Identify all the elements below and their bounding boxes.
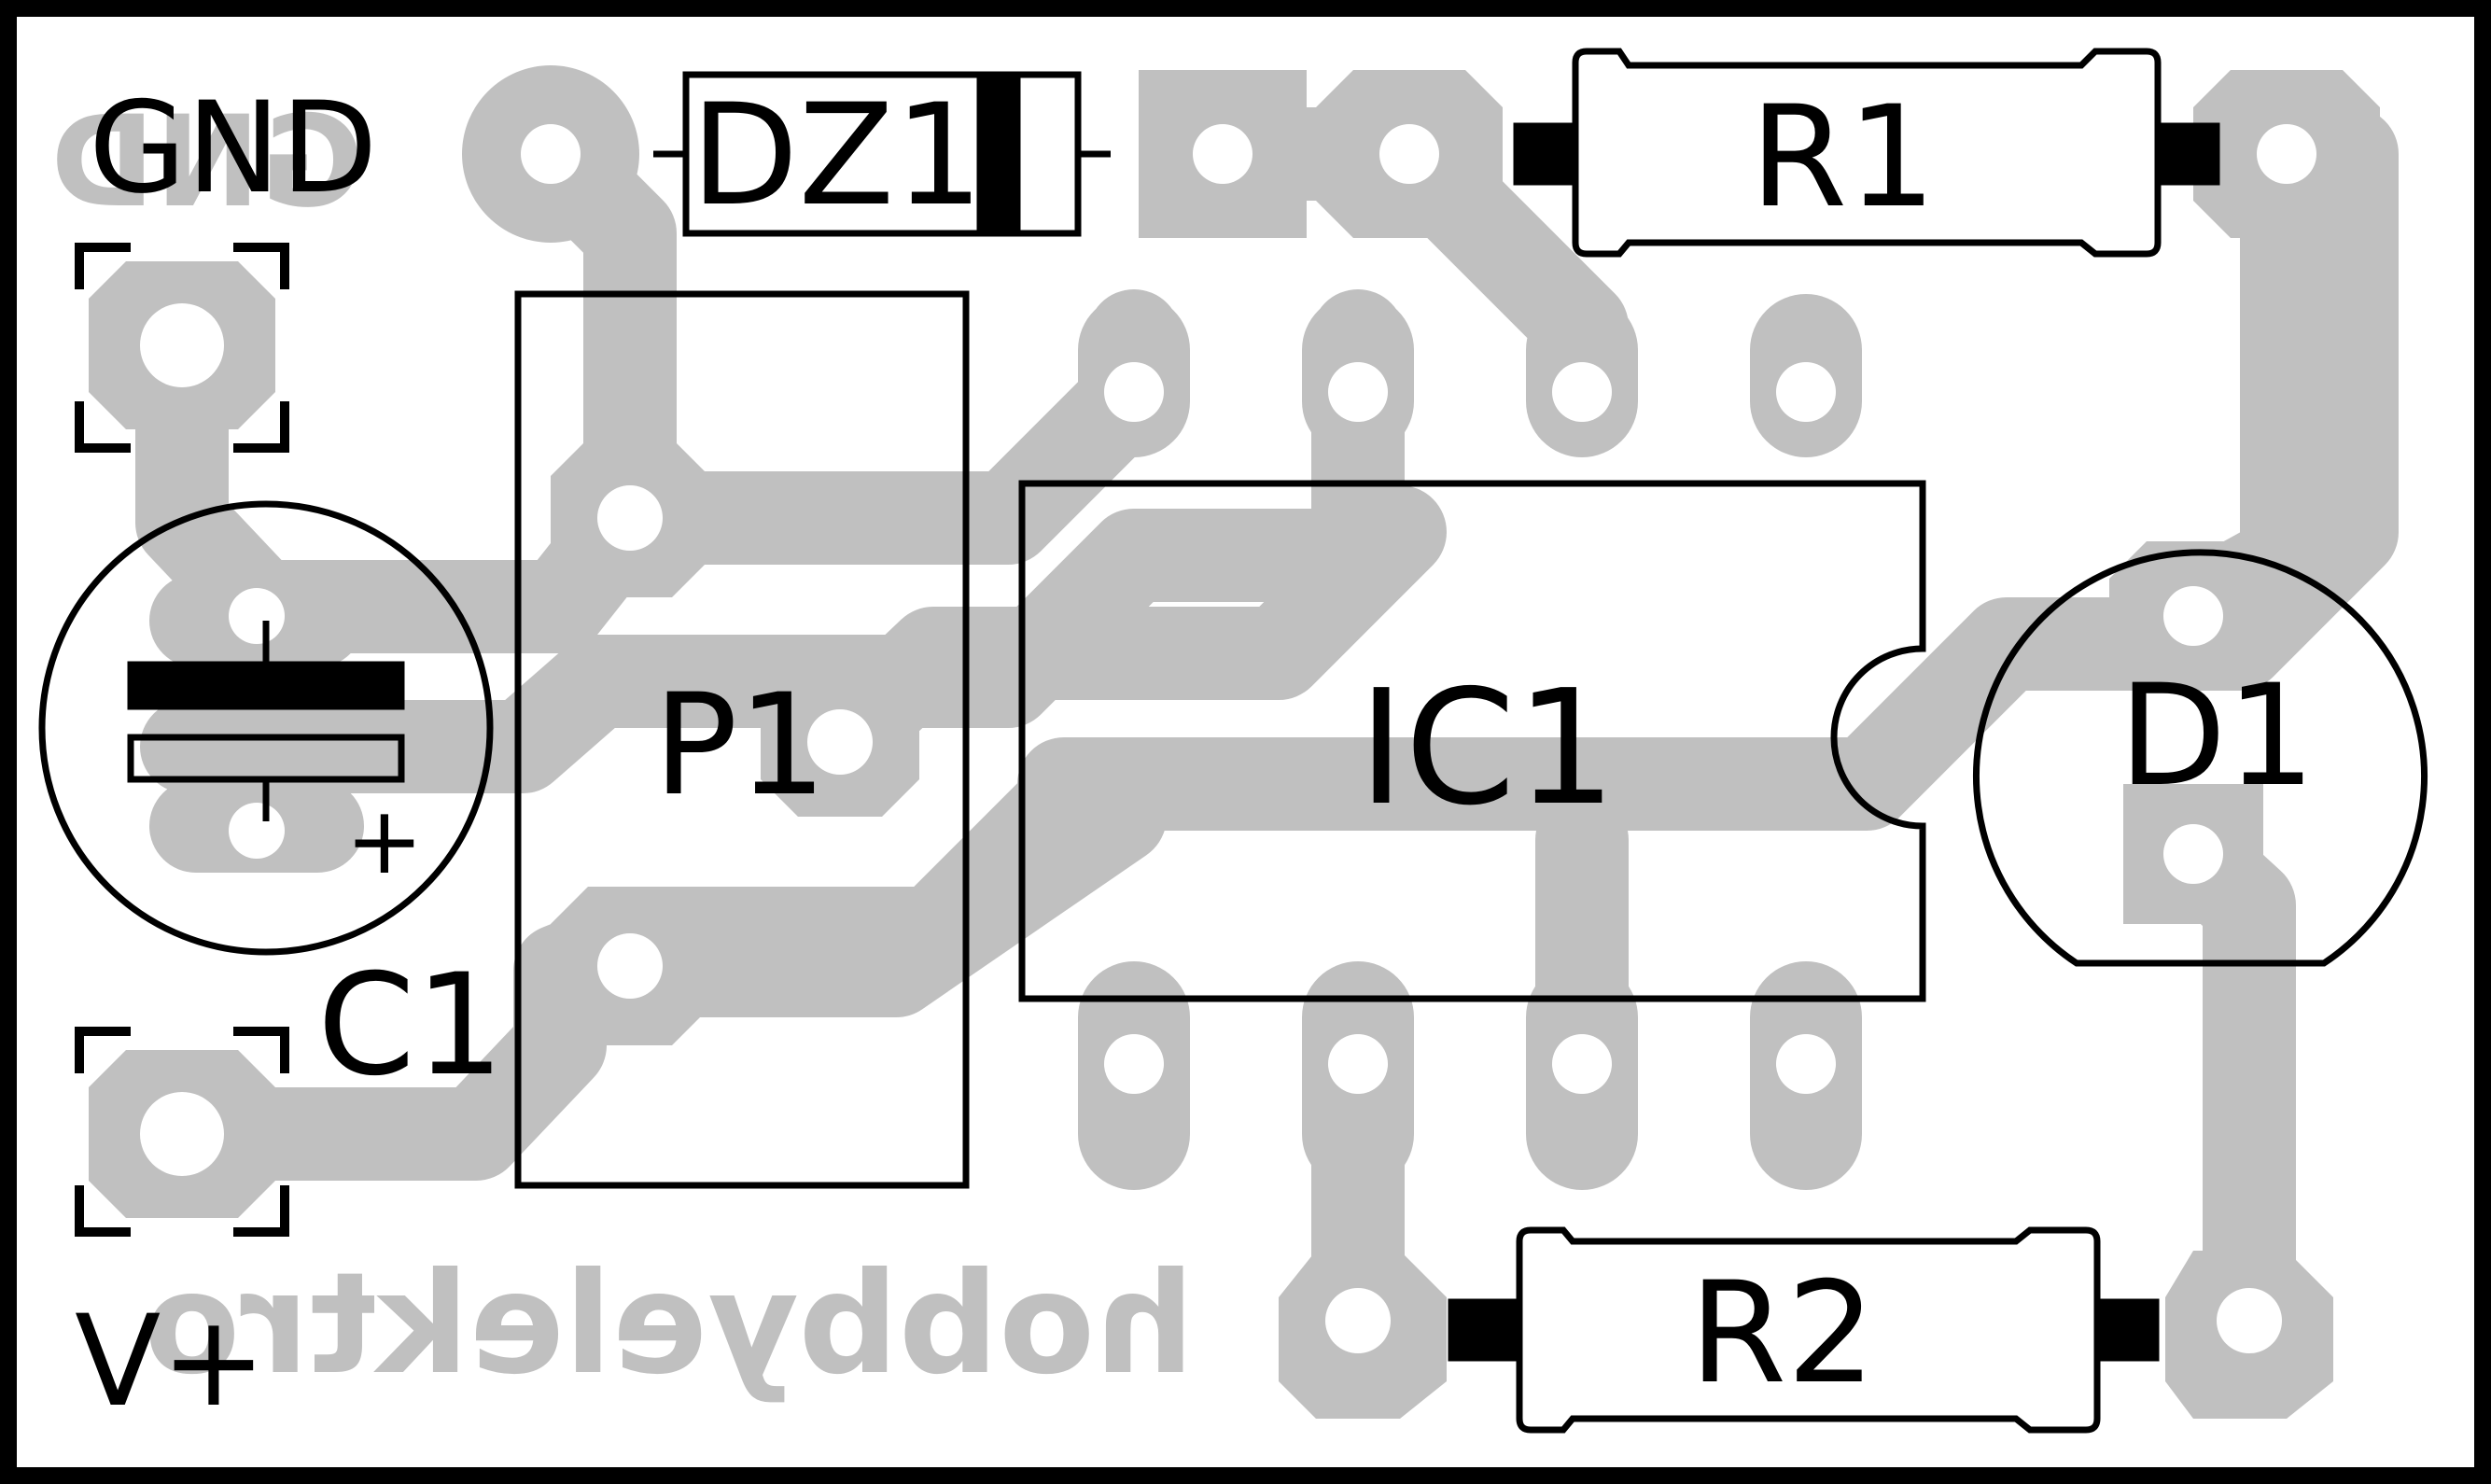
hole bbox=[597, 933, 663, 999]
gnd-label: GND bbox=[89, 75, 378, 221]
hole bbox=[1328, 1034, 1388, 1094]
c1-plus-label: + bbox=[345, 786, 424, 895]
d1-label: D1 bbox=[2119, 655, 2316, 818]
copper-layer bbox=[135, 107, 2399, 1367]
hole bbox=[140, 303, 224, 387]
hole bbox=[1552, 1034, 1612, 1094]
hole bbox=[1193, 124, 1252, 184]
r1-body bbox=[1572, 48, 2162, 258]
p1-label: P1 bbox=[653, 665, 827, 827]
r2-label: R2 bbox=[1689, 1253, 1876, 1415]
hole bbox=[2257, 124, 2316, 184]
hole bbox=[1776, 1034, 1836, 1094]
dz1-label: DZ1 bbox=[691, 75, 984, 237]
c1-bracket-top bbox=[75, 243, 289, 453]
hole bbox=[229, 803, 285, 859]
r2-body bbox=[1516, 1226, 2101, 1434]
mirrored-gnd: GND bbox=[50, 89, 364, 235]
hole bbox=[229, 588, 285, 644]
hole bbox=[1328, 362, 1388, 422]
hole bbox=[597, 485, 663, 551]
d1-outline bbox=[1973, 549, 2428, 967]
hole bbox=[1379, 124, 1439, 184]
hole bbox=[521, 124, 581, 184]
vplus-label: V+ bbox=[75, 1288, 266, 1435]
ic1-label: IC1 bbox=[1358, 656, 1616, 841]
r2-lead-right bbox=[2093, 1298, 2160, 1362]
c1-outline bbox=[38, 500, 494, 956]
r1-label: R1 bbox=[1750, 77, 1937, 239]
drill-holes bbox=[140, 124, 2316, 1353]
c1-bracket-bottom bbox=[75, 1027, 289, 1237]
hole bbox=[807, 709, 873, 775]
ic1-body bbox=[1018, 480, 1926, 1002]
hole bbox=[1104, 1034, 1164, 1094]
mirrored-branding: hobbyelektro bbox=[144, 1243, 1195, 1406]
bottom-text-layer: GND hobbyelektro bbox=[50, 89, 1195, 1406]
r1-lead-right bbox=[2154, 122, 2220, 186]
hole bbox=[1776, 362, 1836, 422]
p1-body bbox=[514, 290, 970, 1189]
hole bbox=[1325, 1288, 1391, 1353]
r2-lead-left bbox=[1448, 1298, 1523, 1362]
labels-layer: GND DZ1 R1 P1 IC1 D1 C1 + R2 V+ bbox=[75, 75, 2316, 1435]
hole bbox=[2217, 1288, 2282, 1353]
hole bbox=[2163, 586, 2223, 646]
c1-negative-plate bbox=[127, 661, 405, 710]
dz1-cathode-band bbox=[976, 71, 1021, 237]
hole bbox=[1552, 362, 1612, 422]
hole bbox=[1104, 362, 1164, 422]
hole bbox=[140, 1092, 224, 1176]
r1-lead-left bbox=[1513, 122, 1579, 186]
hole bbox=[2163, 824, 2223, 884]
trace-p1-bottom bbox=[583, 770, 1167, 1017]
c1-label: C1 bbox=[317, 945, 504, 1107]
